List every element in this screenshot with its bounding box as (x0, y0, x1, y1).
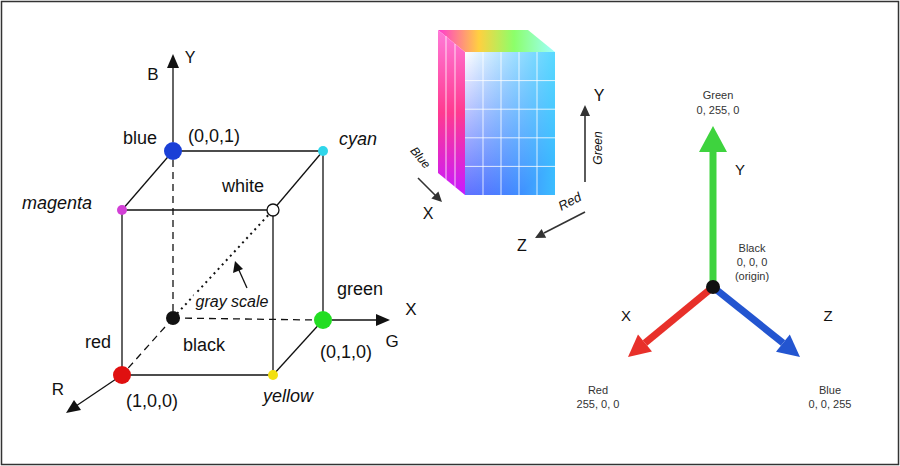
axis-arrowheads (66, 54, 390, 413)
axis-letter: Y (592, 87, 607, 105)
rgb-value: 255, 0, 0 (575, 398, 622, 410)
corner-coordinate: (0,1,0) (318, 343, 374, 363)
corner-name: red (83, 333, 113, 353)
corner-name: cyan (337, 130, 379, 150)
corner-coordinate: (0,0,1) (186, 127, 242, 147)
axis-letter: Z (515, 237, 529, 255)
axis-name: Blue (817, 384, 843, 396)
origin-name: Black (737, 242, 768, 254)
cube-axis-arrows (418, 114, 585, 233)
rgb-cube-wireframe (76, 66, 378, 406)
corner-name: yellow (261, 387, 315, 407)
rgb-value: 0, 255, 0 (695, 104, 742, 116)
axis-name: Blue (406, 143, 434, 173)
rgb-axes (628, 126, 800, 357)
axis-name: Red (554, 189, 585, 215)
corner-coordinate: (1,0,0) (124, 392, 180, 412)
axis-name: Red (586, 384, 610, 396)
color-corner-dots (113, 142, 332, 384)
axis-letter: X (619, 308, 633, 325)
axis-letter: B (145, 66, 160, 85)
corner-name: magenta (20, 194, 94, 214)
rgb-value: 0, 0, 255 (807, 398, 854, 410)
axis-letter: Z (821, 308, 834, 325)
diagonal-name: gray scale (194, 293, 271, 311)
corner-name: black (181, 336, 227, 356)
cube-arrowheads (431, 105, 590, 238)
rgb-value: 0, 0, 0 (735, 256, 770, 268)
corner-name: white (220, 177, 266, 197)
axis-letter: Y (183, 49, 198, 67)
corner-name: green (335, 280, 385, 300)
origin-note: (origin) (733, 270, 771, 282)
axis-name: Green (701, 89, 736, 101)
axis-letter: X (421, 205, 436, 223)
corner-name: blue (121, 129, 159, 149)
axis-letter: G (383, 333, 400, 352)
axis-letter: R (50, 381, 66, 400)
axis-name: Green (592, 129, 605, 166)
colour-cube-render (438, 30, 555, 195)
axis-letter: Y (733, 162, 747, 179)
axis-letter: X (403, 301, 418, 320)
